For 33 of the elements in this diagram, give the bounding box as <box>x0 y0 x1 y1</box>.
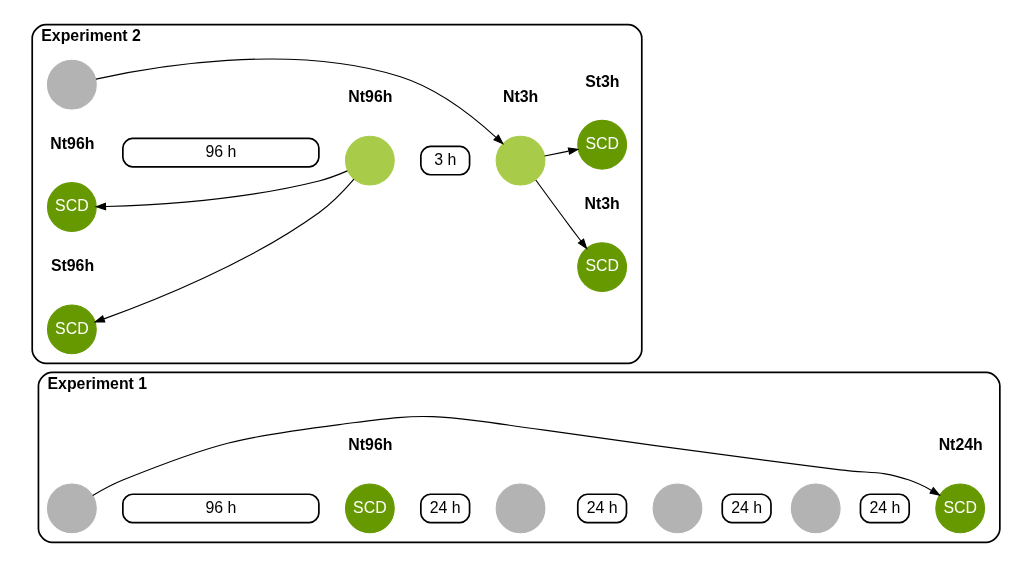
node-circle <box>495 483 546 533</box>
node-circle <box>652 483 703 533</box>
node-box: 24 h <box>576 492 628 523</box>
node-label: Nt96h <box>348 87 393 105</box>
node-circle: SCD <box>577 119 628 170</box>
node-box: 96 h <box>122 492 320 523</box>
node-label: St96h <box>50 256 95 274</box>
node-label: Nt24h <box>938 435 983 453</box>
node-circle: SCD <box>577 241 628 292</box>
node-box: 24 h <box>859 492 911 523</box>
node-box: 24 h <box>420 492 471 523</box>
arrow <box>92 415 941 496</box>
arrow <box>95 58 505 145</box>
node-label: St3h <box>585 72 620 90</box>
node-circle: SCD <box>344 483 395 533</box>
arrow <box>544 146 580 157</box>
arrow <box>93 178 355 323</box>
node-label: Nt3h <box>502 87 539 105</box>
node-circle <box>344 135 395 185</box>
node-label: Nt96h <box>348 435 393 453</box>
node-circle <box>790 483 841 533</box>
node-circle: SCD <box>46 303 97 354</box>
node-circle <box>46 59 97 110</box>
node-box: 24 h <box>721 492 772 523</box>
node-box: 96 h <box>122 137 320 168</box>
arrow <box>535 178 588 250</box>
arrow <box>94 169 348 210</box>
node-box: 3 h <box>420 145 471 176</box>
node-circle: SCD <box>935 483 986 533</box>
node-label: Nt3h <box>584 194 620 212</box>
node-label: Nt96h <box>50 134 95 152</box>
node-circle <box>46 483 97 533</box>
node-circle: SCD <box>46 181 97 232</box>
